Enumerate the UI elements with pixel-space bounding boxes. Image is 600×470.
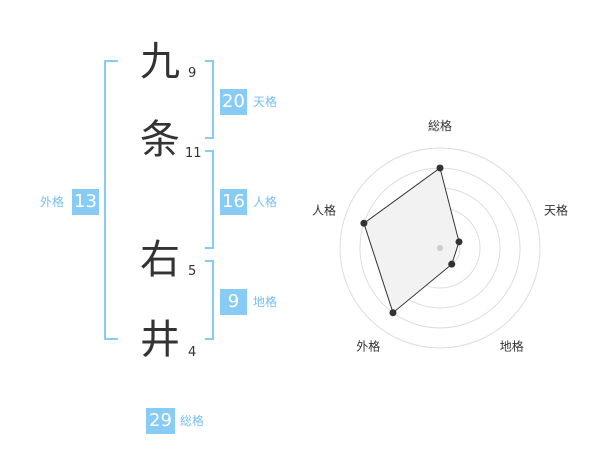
stroke-count-2: 11 xyxy=(185,146,202,161)
name-char-1: 九 xyxy=(140,39,180,85)
chikaku-value-badge: 9 xyxy=(220,289,247,315)
radar-point-3 xyxy=(448,260,456,268)
radar-point-4 xyxy=(389,309,397,317)
name-char-3: 右 xyxy=(140,237,180,283)
gaikaku-value-badge: 13 xyxy=(72,189,99,215)
jinkaku-bracket xyxy=(205,150,214,249)
jinkaku-label: 人格 xyxy=(253,195,278,209)
soukaku-label: 総格 xyxy=(180,414,205,428)
soukaku-value-badge: 29 xyxy=(146,408,175,434)
tenkaku-label: 天格 xyxy=(253,95,278,109)
jinkaku-value-badge: 16 xyxy=(220,189,247,215)
stroke-count-4: 4 xyxy=(188,345,197,360)
radar-axis-label-2: 天格 xyxy=(544,202,568,217)
radar-axis-label-5: 人格 xyxy=(312,202,336,217)
radar-points xyxy=(360,164,463,317)
radar-axis-label-3: 地格 xyxy=(500,339,524,354)
radar-point-2 xyxy=(455,238,463,246)
radar-point-5 xyxy=(360,219,368,227)
chikaku-bracket xyxy=(205,260,214,340)
tenkaku-bracket xyxy=(205,60,214,139)
radar-data-area xyxy=(363,167,460,314)
radar-point-1 xyxy=(436,164,444,172)
name-char-4: 井 xyxy=(140,317,180,363)
name-char-2: 条 xyxy=(140,117,180,163)
radar-center xyxy=(437,245,443,251)
stroke-count-1: 9 xyxy=(188,66,197,81)
tenkaku-value-badge: 20 xyxy=(220,89,247,115)
chikaku-label: 地格 xyxy=(253,295,278,309)
radar-axis-label-4: 外格 xyxy=(356,339,380,354)
stroke-count-3: 5 xyxy=(188,264,197,279)
radar-axis-label-1: 総格 xyxy=(428,118,452,133)
gaikaku-bracket xyxy=(104,60,118,340)
gaikaku-label: 外格 xyxy=(40,195,65,209)
